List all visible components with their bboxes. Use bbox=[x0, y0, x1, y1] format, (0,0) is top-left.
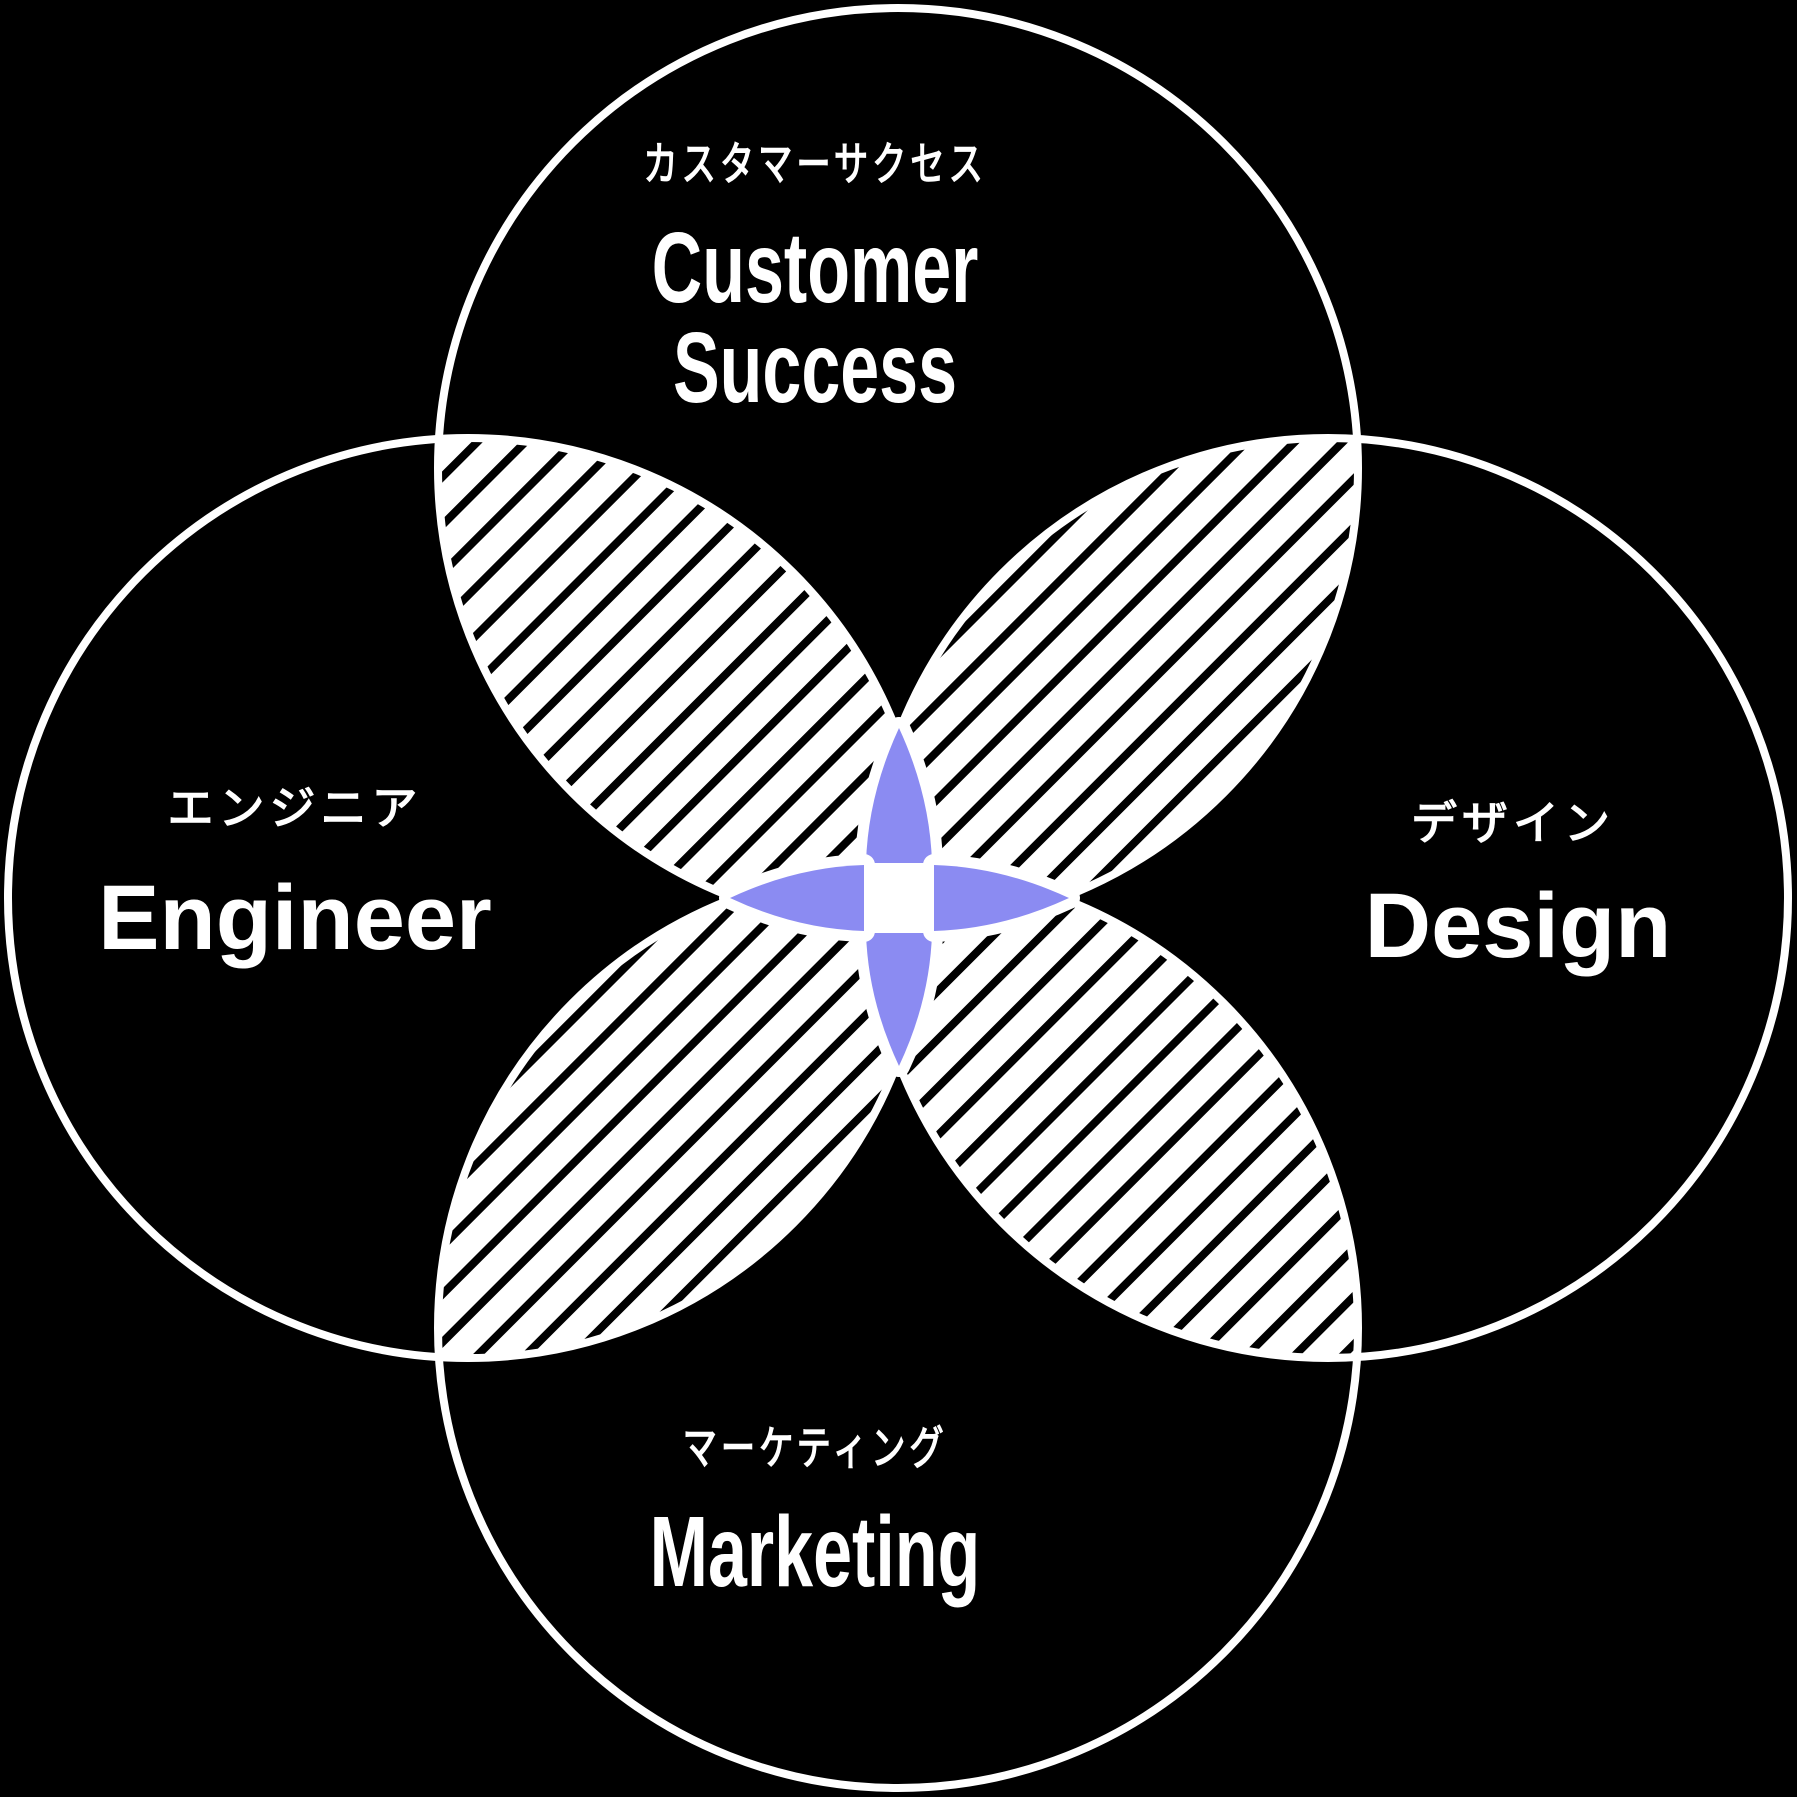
label-design-jp: デザイン bbox=[1411, 797, 1615, 849]
label-customer-success-jp: カスタマーサクセス bbox=[643, 138, 987, 190]
star-center-square bbox=[864, 863, 934, 933]
label-marketing-en: Marketing bbox=[649, 1496, 981, 1608]
center-star-icon bbox=[719, 717, 1080, 1077]
label-engineer-jp: エンジニア bbox=[167, 782, 423, 834]
label-engineer-en: Engineer bbox=[98, 867, 492, 969]
label-customer-success-en: Customer Success bbox=[652, 218, 979, 418]
label-design-en: Design bbox=[1364, 875, 1672, 977]
label-customer-success-line1: Customer bbox=[651, 212, 979, 324]
label-customer-success-line2: Success bbox=[672, 312, 958, 424]
label-marketing-jp: マーケティング bbox=[682, 1422, 948, 1474]
